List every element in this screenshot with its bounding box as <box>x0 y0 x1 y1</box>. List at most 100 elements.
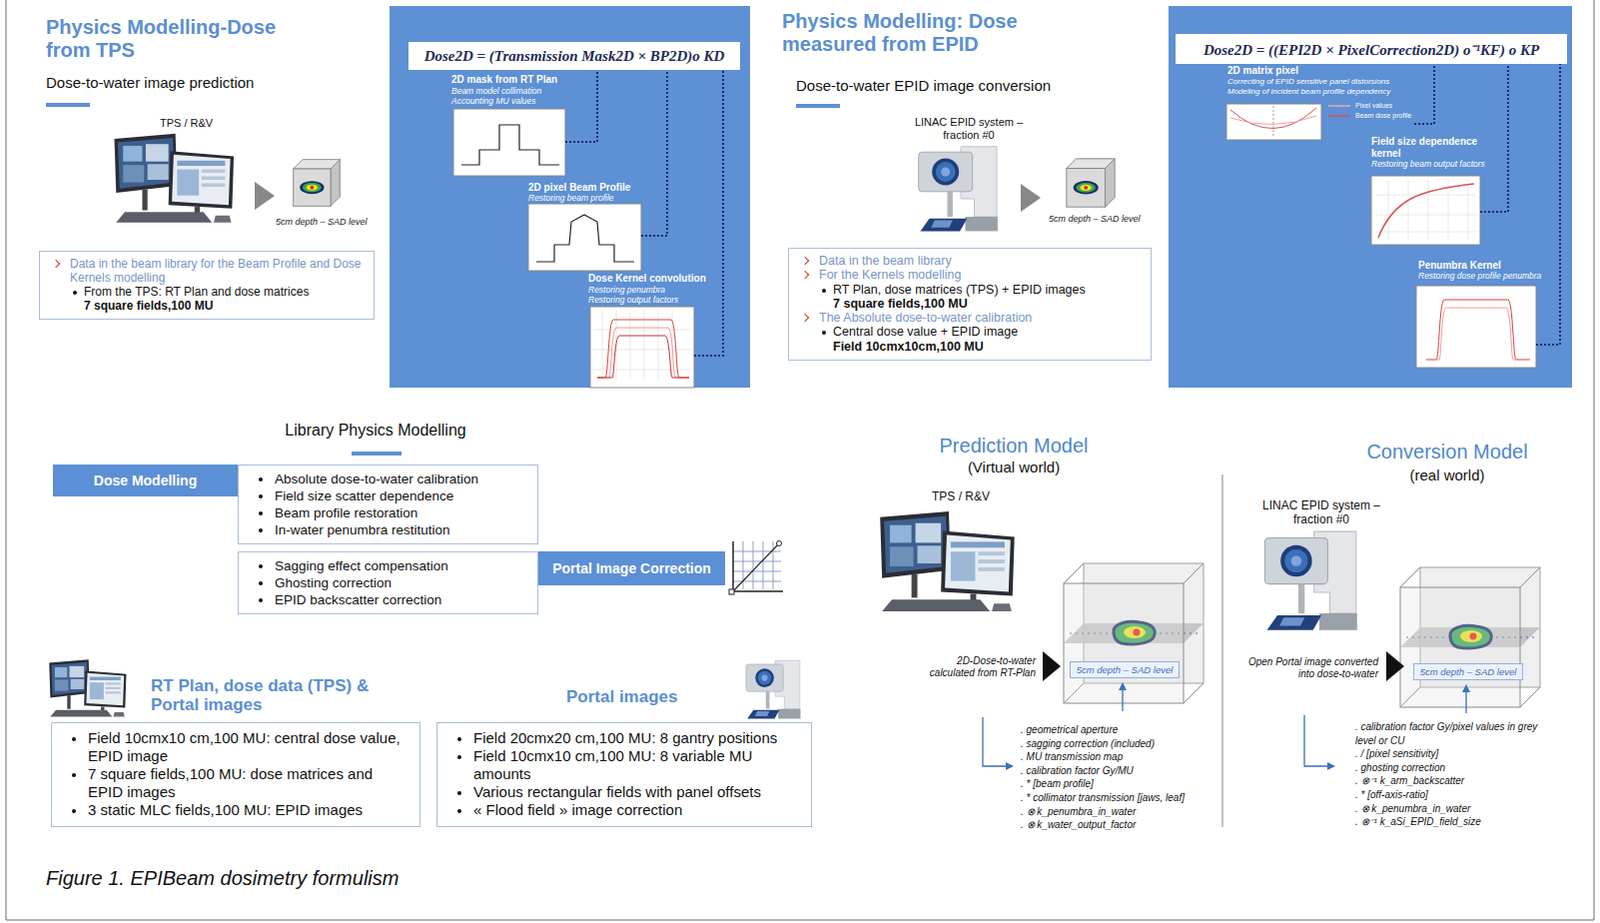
box-text: 7 square fields,100 MU <box>797 296 1143 311</box>
formula-box: Dose2D = ((EPI2D × PixelCorrection2D) o⁻… <box>1175 33 1568 64</box>
box-text: Central dose value + EPID image <box>797 324 1143 339</box>
note-list: . calibration factor Gy/pixel values in … <box>1355 720 1546 829</box>
grid-icon <box>729 541 784 596</box>
chart-note: Correcting of EPID sensitive panel disto… <box>1227 76 1390 86</box>
box-text: 7 square fields,100 MU <box>47 298 366 313</box>
depth-note: 5cm depth – SAD level <box>1048 213 1141 224</box>
list-box: Field 20cmx20 cm,100 MU: 8 gantry positi… <box>436 722 812 827</box>
device-label: TPS / R&V <box>931 490 990 505</box>
box-text: Dose2D = ((EPI2D × PixelCorrection2D) o⁻… <box>1203 38 1540 59</box>
list-item: . / [pixel sensitivity] <box>1355 747 1546 762</box>
device-label: LINAC EPID system – fraction #0 <box>1261 499 1382 528</box>
list-item: . ⊗ k_water_output_factor <box>1020 817 1216 832</box>
box-text: « Flood field » image correction <box>443 800 803 819</box>
box-text: In-water penumbra restitution <box>244 521 530 539</box>
list-item: . ⊗⁻¹ k_arm_backscatter <box>1355 774 1546 789</box>
device-label: TPS / R&V <box>159 116 213 130</box>
info-box: Data in the beam libraryFor the Kernels … <box>788 247 1152 361</box>
panel-title: Physics Modelling: Dose measured from EP… <box>782 9 1082 56</box>
legend-text: Beam dose profile <box>1355 111 1412 120</box>
list-item: . sagging correction (included) <box>1020 737 1216 752</box>
blue-panels <box>389 5 1573 388</box>
model-illustrations <box>879 474 1541 827</box>
model-subtitle: (Virtual world) <box>883 458 1144 476</box>
list-item: . ⊗⁻¹ k_aSi_EPID_field_size <box>1355 814 1546 829</box>
box-text: From the TPS: RT Plan and dose matrices <box>47 284 366 299</box>
box-text: Dose Modelling <box>93 472 197 489</box>
note-list: . geometrical aperture. sagging correcti… <box>1020 723 1216 832</box>
list-box: Sagging effect compensationGhosting corr… <box>237 551 539 615</box>
figure-frame <box>5 0 1595 920</box>
section-heading: Portal images <box>566 687 679 707</box>
box-text: Field 10cmx10cm,100 MU <box>797 339 1143 354</box>
box-text: Absolute dose-to-water calibration <box>244 470 530 488</box>
chart-title: 2D matrix pixel <box>1227 64 1299 77</box>
box-text: 3 static MLC fields,100 MU: EPID images <box>57 800 412 819</box>
section-heading: Library Physics Modelling <box>255 421 496 440</box>
list-item: . * collimator transmission [jaws, leaf] <box>1020 791 1216 805</box>
list-item: . geometrical aperture <box>1020 723 1216 738</box>
list-item: . ⊗ k_penumbra_in_water <box>1355 801 1546 816</box>
box-text: The Absolute dose-to-water calibration <box>797 310 1143 325</box>
box-text: Field size scatter dependence <box>244 487 530 505</box>
accent-bars <box>45 102 840 456</box>
category-box: Portal Image Correction <box>538 551 726 586</box>
chart-title: Penumbra Kernel <box>1418 259 1502 272</box>
category-box: Dose Modelling <box>52 464 238 497</box>
chart-note: Restoring penumbra <box>588 285 666 296</box>
box-text: For the Kernels modelling <box>797 267 1143 282</box>
top-illustrations <box>114 133 1116 232</box>
box-text: Portal Image Correction <box>552 560 712 577</box>
box-text: EPID backscatter correction <box>244 591 530 609</box>
depth-tag: 5cm depth – SAD level <box>1413 663 1524 681</box>
box-text: Dose2D = (Transmission Mask2D × BP2D)o K… <box>424 47 726 65</box>
formula-box: Dose2D = (Transmission Mask2D × BP2D)o K… <box>408 41 741 70</box>
list-item: . ghosting correction <box>1355 761 1546 776</box>
depth-note: 5cm depth – SAD level <box>275 216 368 227</box>
model-subtitle: (real world) <box>1317 466 1578 484</box>
box-text: Beam profile restoration <box>244 504 530 522</box>
section-heading: RT Plan, dose data (TPS) & Portal images <box>150 676 416 715</box>
panel-subtitle: Dose-to-water EPID image conversion <box>796 76 1051 94</box>
chart-title: 2D mask from RT Plan <box>451 73 558 86</box>
box-text: Field 10cmx10 cm,100 MU: central dose va… <box>57 729 412 766</box>
bottom-left-icons <box>48 659 800 719</box>
box-text: Data in the beam library <box>797 253 1143 268</box>
depth-tag: 5cm depth – SAD level <box>1069 661 1180 679</box>
box-text: 7 square fields,100 MU: dose matrices an… <box>57 765 412 801</box>
charts-panel-2 <box>1226 63 1561 368</box>
box-text: Field 20cmx20 cm,100 MU: 8 gantry positi… <box>443 729 803 748</box>
box-text: 5cm depth – SAD level <box>1076 664 1174 676</box>
chart-note: Restoring beam profile <box>528 193 615 204</box>
arrow-note: Open Portal image converted into dose-to… <box>1236 656 1379 681</box>
list-item: . MU transmission map <box>1020 750 1216 765</box>
device-label: LINAC EPID system – fraction #0 <box>912 115 1025 141</box>
chart-note: Modeling of incident beam profile depend… <box>1227 86 1391 96</box>
list-item: . calibration factor Gy/MU <box>1020 764 1216 779</box>
chart-title: 2D pixel Beam Profile <box>528 181 631 194</box>
chart-note: Restoring output factors <box>588 295 679 306</box>
chart-title: Field size dependence kernel <box>1371 135 1497 159</box>
chart-title: Dose Kernel convolution <box>588 272 707 285</box>
list-item: . * [beam profile] <box>1020 777 1216 792</box>
info-box: Data in the beam library for the Beam Pr… <box>38 250 375 320</box>
list-item: . ⊗ k_penumbra_in_water <box>1020 804 1216 819</box>
list-item: . * [off-axis-ratio] <box>1355 788 1546 802</box>
charts-panel-1 <box>453 69 724 388</box>
chart-note: Accounting MU values <box>451 96 537 107</box>
list-box: Field 10cmx10 cm,100 MU: central dose va… <box>50 722 421 827</box>
box-text: 5cm depth – SAD level <box>1420 666 1518 678</box>
legend-text: Pixel values <box>1355 101 1393 110</box>
panel-title: Physics Modelling-Dose from TPS <box>45 15 321 62</box>
box-text: Various rectangular fields with panel of… <box>443 783 803 801</box>
chart-note: Restoring dose profile penumbra <box>1418 271 1542 282</box>
chart-note: Restoring beam output factors <box>1371 159 1486 170</box>
model-title: Conversion Model <box>1317 440 1578 464</box>
model-title: Prediction Model <box>883 434 1144 458</box>
box-text: RT Plan, dose matrices (TPS) + EPID imag… <box>797 282 1143 297</box>
list-item: . calibration factor Gy/pixel values in … <box>1355 720 1546 748</box>
figure-caption: Figure 1. EPIBeam dosimetry formulism <box>45 866 399 890</box>
box-text: Data in the beam library for the Beam Pr… <box>47 256 366 285</box>
box-text: Field 10cmx10 cm,100 MU: 8 variable MU a… <box>443 747 803 784</box>
